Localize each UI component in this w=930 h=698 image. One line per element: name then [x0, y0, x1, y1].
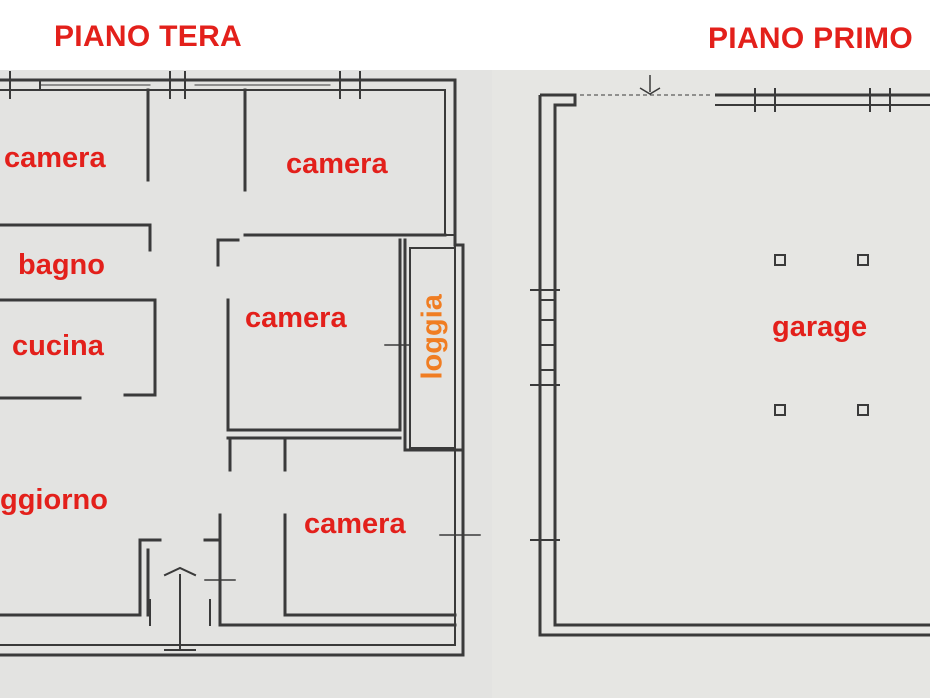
- first-floor-panel: [492, 70, 930, 698]
- first-floor-outer-wall: [538, 93, 930, 637]
- room-label-cucina: cucina: [12, 330, 104, 362]
- ground-floor-windows: [9, 71, 361, 99]
- room-label-camera-1: camera: [4, 142, 106, 174]
- room-label-camera-2: camera: [286, 148, 388, 180]
- room-label-soggiorno: ggiorno: [0, 484, 108, 516]
- loggia-outline: [409, 247, 456, 449]
- first-floor-title: PIANO PRIMO: [708, 22, 913, 55]
- room-label-camera-4: camera: [304, 508, 406, 540]
- room-label-loggia: loggia: [416, 294, 449, 380]
- entrance-arrow-icon: [163, 566, 197, 651]
- room-label-garage: garage: [772, 311, 868, 343]
- ground-floor-outer-wall: [0, 78, 465, 657]
- room-label-camera-3: camera: [245, 302, 347, 334]
- ground-floor-title: PIANO TERA: [54, 20, 243, 53]
- ground-floor-interior-walls: [0, 88, 462, 627]
- north-arrow-icon: [639, 75, 661, 95]
- first-floor-windows: [530, 88, 891, 541]
- room-label-bagno: bagno: [18, 249, 105, 281]
- garage-pillars: [774, 254, 869, 416]
